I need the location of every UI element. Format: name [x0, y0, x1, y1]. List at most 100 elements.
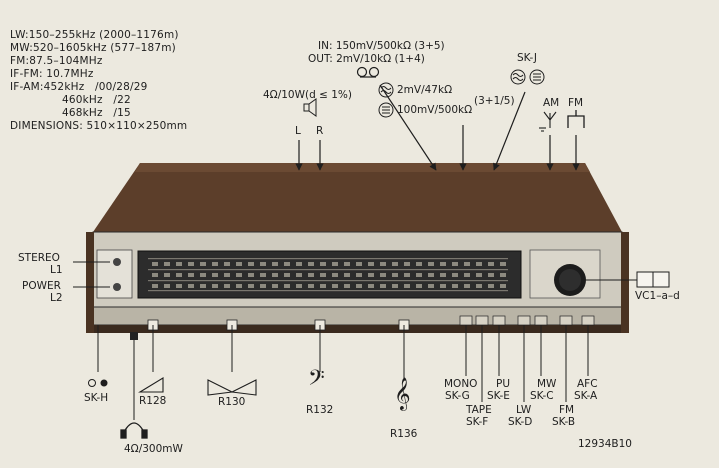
dial-scale-mark — [152, 273, 158, 277]
dial-scale-mark — [344, 284, 350, 288]
pushbutton-lw — [517, 315, 531, 326]
tuning-capacitor-label: VC1–a–d — [635, 290, 680, 302]
mw-label: MW — [537, 378, 557, 390]
pushbutton-mono — [459, 315, 473, 326]
dial-scale-mark — [428, 262, 434, 266]
r132-label: R132 — [306, 404, 334, 416]
sk-c-label: SK-C — [530, 390, 554, 402]
sk-h-label: SK-H — [84, 392, 109, 404]
dial-scale-mark — [284, 262, 290, 266]
spec-if-fm: IF-FM: 10.7MHz — [10, 68, 94, 80]
dial-scale-mark — [344, 273, 350, 277]
treble-clef-icon: 𝄞 — [394, 377, 411, 410]
pushbutton-pu — [492, 315, 506, 326]
line-spec: 100mV/500kΩ — [397, 104, 473, 116]
fm-label: FM — [559, 404, 575, 416]
pushbutton-afc — [581, 315, 595, 326]
dial-scale-mark — [356, 262, 362, 266]
fm-antenna-label: FM — [568, 97, 584, 109]
dial-scale-mark — [332, 284, 338, 288]
stereo-lamp-l1 — [113, 258, 121, 266]
lw-label: LW — [516, 404, 532, 416]
spec-lw: LW:150–255kHz (2000–1176m) — [10, 29, 179, 41]
dial-scale-mark — [428, 273, 434, 277]
input-spec: IN: 150mV/500kΩ (3+5) — [318, 40, 445, 52]
dial-scale-mark — [476, 284, 482, 288]
power-lamp-l2 — [113, 283, 121, 291]
spec-if-am-460: 460kHz /22 — [62, 94, 131, 106]
am-antenna-icon — [539, 111, 557, 132]
skh-switch-icon — [88, 379, 108, 387]
dial-scale-mark — [236, 273, 242, 277]
sk-a-label: SK-A — [574, 390, 598, 402]
dial-scale-mark — [416, 273, 422, 277]
speaker-left-label: L — [295, 125, 301, 137]
dial-scale-mark — [500, 284, 506, 288]
spec-if-am-468: 468kHz /15 — [62, 107, 131, 119]
dial-scale-mark — [320, 273, 326, 277]
dial-scale-mark — [320, 262, 326, 266]
headphone-spec: 4Ω/300mW — [124, 443, 183, 455]
dial-scale-mark — [212, 284, 218, 288]
speaker-icon — [303, 98, 317, 117]
am-antenna-label: AM — [543, 97, 560, 109]
dial-scale-mark — [356, 284, 362, 288]
dial-scale-mark — [500, 262, 506, 266]
r136-label: R136 — [390, 428, 418, 440]
dial-scale-mark — [392, 284, 398, 288]
dial-scale-mark — [452, 284, 458, 288]
pushbutton-mw — [534, 315, 548, 326]
pushbutton-tape — [475, 315, 489, 326]
dial-scale-mark — [368, 262, 374, 266]
dial-scale-mark — [152, 262, 158, 266]
afc-label: AFC — [577, 378, 598, 390]
dial-scale-mark — [308, 284, 314, 288]
bass-clef-icon: 𝄢 — [308, 366, 325, 396]
dial-scale-mark — [428, 284, 434, 288]
dial-scale-mark — [224, 273, 230, 277]
spec-dimensions: DIMENSIONS: 510×110×250mm — [10, 120, 188, 132]
r128-label: R128 — [139, 395, 167, 407]
dial-scale-mark — [380, 284, 386, 288]
output-spec: OUT: 2mV/10kΩ (1+4) — [308, 53, 425, 65]
dial-scale-mark — [296, 273, 302, 277]
speaker-spec: 4Ω/10W(d ≤ 1%) — [263, 89, 352, 101]
dial-scale-mark — [248, 273, 254, 277]
dial-scale-mark — [200, 262, 206, 266]
dial-scale-mark — [260, 262, 266, 266]
dial-scale-mark — [332, 273, 338, 277]
dial-scale-mark — [176, 262, 182, 266]
r130-label: R130 — [218, 396, 246, 408]
dial-scale-mark — [212, 262, 218, 266]
dial-scale-mark — [344, 262, 350, 266]
figure-number: 12934B10 — [578, 438, 632, 450]
dial-scale-mark — [380, 262, 386, 266]
dial-scale-mark — [296, 284, 302, 288]
sk-g-label: SK-G — [445, 390, 470, 402]
dial-scale-mark — [152, 284, 158, 288]
dial-scale-mark — [200, 284, 206, 288]
sk-j-label: SK-J — [517, 52, 537, 64]
headphone-jack — [130, 332, 138, 340]
dial-scale-mark — [164, 284, 170, 288]
dial-scale-mark — [284, 284, 290, 288]
receiver-top-panel — [93, 163, 622, 232]
dial-scale-mark — [212, 273, 218, 277]
fm-antenna-icon — [567, 110, 585, 128]
balance-icon — [207, 379, 257, 396]
skj-mic-icon — [510, 69, 526, 85]
dial-scale-mark — [464, 273, 470, 277]
dial-scale-mark — [440, 273, 446, 277]
volume-wedge-icon — [138, 377, 164, 393]
dial-scale-mark — [176, 284, 182, 288]
dial-scale-mark — [440, 284, 446, 288]
tape-icon — [356, 66, 380, 78]
dial-scale-mark — [476, 273, 482, 277]
dial-scale-mark — [272, 273, 278, 277]
dial-scale-mark — [296, 262, 302, 266]
dial-scale-mark — [272, 262, 278, 266]
dial-scale-mark — [260, 273, 266, 277]
dial-scale-mark — [452, 262, 458, 266]
dial-scale-mark — [416, 284, 422, 288]
dial-scale-mark — [404, 262, 410, 266]
